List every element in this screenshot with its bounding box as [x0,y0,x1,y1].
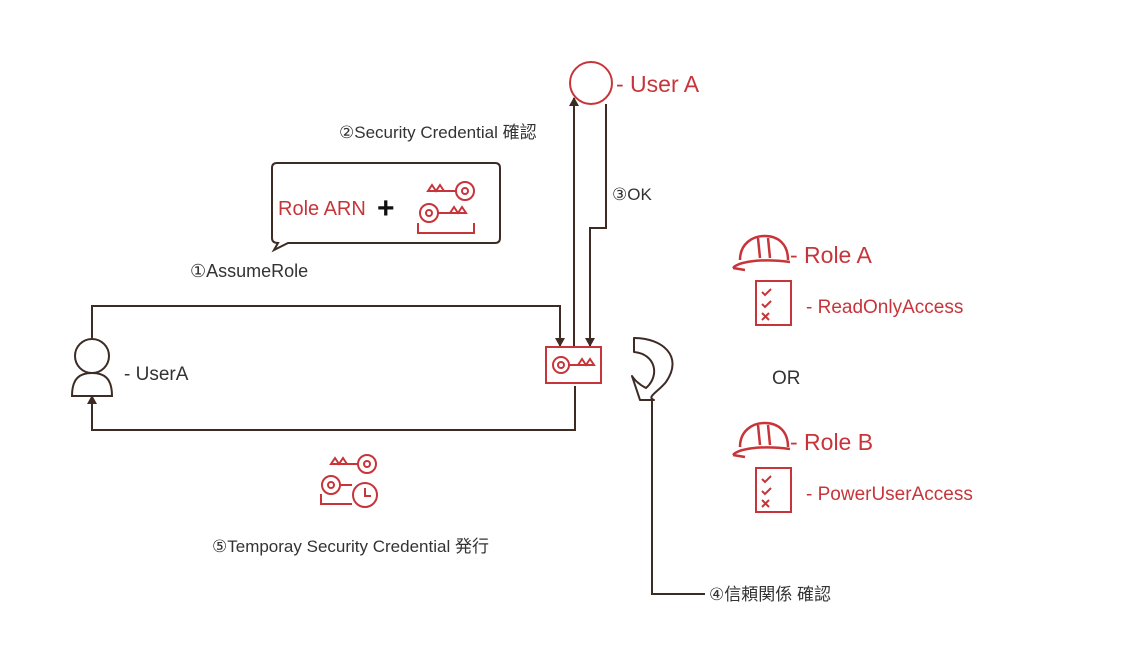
step5-label: ⑤Temporay Security Credential 発行 [212,537,489,556]
user-a-label: - User A [616,71,700,97]
role-a-label: - Role A [790,242,872,268]
role-arn-label: Role ARN [278,198,366,220]
policy-a-label: - ReadOnlyAccess [806,297,963,318]
role-b-label: - Role B [790,429,873,455]
role-b-hard-hat-icon [732,421,791,459]
user-a-circle-icon [569,61,613,105]
issue-arrow [87,386,576,431]
policy-b-label: - PowerUserAccess [806,484,973,505]
step4-label: ④信頼関係 確認 [709,585,831,604]
user-main-label: - UserA [124,364,189,385]
role-a-hard-hat-icon [732,234,791,272]
user-icon [70,338,114,397]
curved-arrow-icon [631,337,674,401]
or-label: OR [772,368,801,389]
plus-sign: + [377,192,395,225]
keys-clock-icon [320,454,378,508]
key-card-icon [545,346,602,384]
policy-b-checklist-icon [755,467,792,513]
step1-label: ①AssumeRole [190,261,308,281]
connectors [87,97,705,595]
credential-bubble: Role ARN + [271,162,501,253]
ok-arrow [585,104,607,347]
step3-label: ③OK [612,185,652,204]
trust-check-line [651,398,705,595]
assume-role-arrow [91,305,565,347]
keys-icon [417,181,475,234]
policy-a-checklist-icon [755,280,792,326]
step2-label: ②Security Credential 確認 [339,123,537,142]
